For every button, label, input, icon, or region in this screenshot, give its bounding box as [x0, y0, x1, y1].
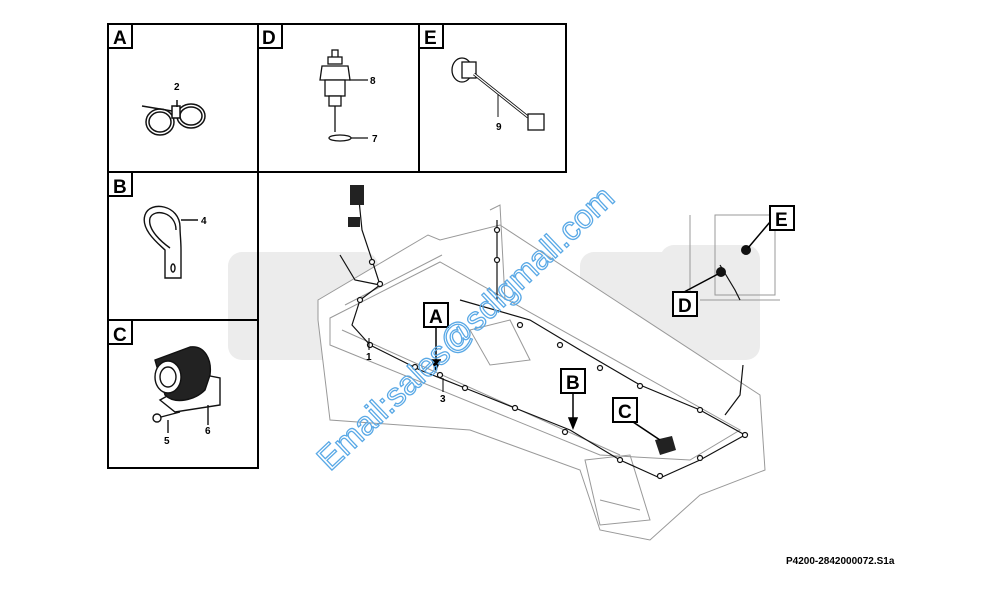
callout-e: E: [769, 205, 795, 231]
callout-b: B: [560, 368, 586, 394]
cable-tie-icon: [141, 100, 206, 136]
part-number-8: 8: [370, 76, 376, 87]
drawing-code: P4200-2842000072.S1a: [786, 556, 895, 567]
callout-a: A: [423, 302, 449, 328]
panel-label-d: D: [262, 28, 276, 49]
part-number-1: 1: [366, 352, 372, 363]
svg-text:C: C: [618, 402, 632, 423]
part-number-4: 4: [201, 216, 207, 227]
callout-c: C: [612, 397, 638, 423]
leader-lines: [368, 221, 771, 441]
bracket-clamp-icon: [152, 346, 221, 433]
part-number-6: 6: [205, 426, 211, 437]
panel-label-c: C: [113, 325, 127, 346]
main-frame-view: A B C D E 1 3: [317, 185, 795, 541]
sensor-icon: [319, 49, 368, 142]
panel-label-e: E: [424, 28, 437, 49]
detail-panel-d: D 8 7: [257, 23, 378, 145]
part-number-2: 2: [174, 82, 180, 93]
detail-panel-a: A 2: [107, 23, 206, 136]
part-number-3: 3: [440, 394, 446, 405]
svg-text:E: E: [775, 210, 788, 231]
detail-panel-b: B 4: [107, 171, 207, 279]
wiring-harness: [339, 185, 751, 480]
detail-panel-c: C 5 6: [107, 319, 221, 447]
callout-d: D: [672, 291, 698, 317]
panel-label-b: B: [113, 177, 127, 198]
svg-text:A: A: [429, 307, 443, 328]
part-number-9: 9: [496, 122, 502, 133]
panel-label-a: A: [113, 28, 127, 49]
detail-panel-e: E 9: [418, 23, 545, 133]
p-clamp-icon: [143, 205, 198, 279]
connector-cable-icon: [451, 57, 545, 131]
svg-text:B: B: [566, 373, 580, 394]
part-number-7: 7: [372, 134, 378, 145]
svg-text:D: D: [678, 296, 692, 317]
part-number-5: 5: [164, 436, 170, 447]
